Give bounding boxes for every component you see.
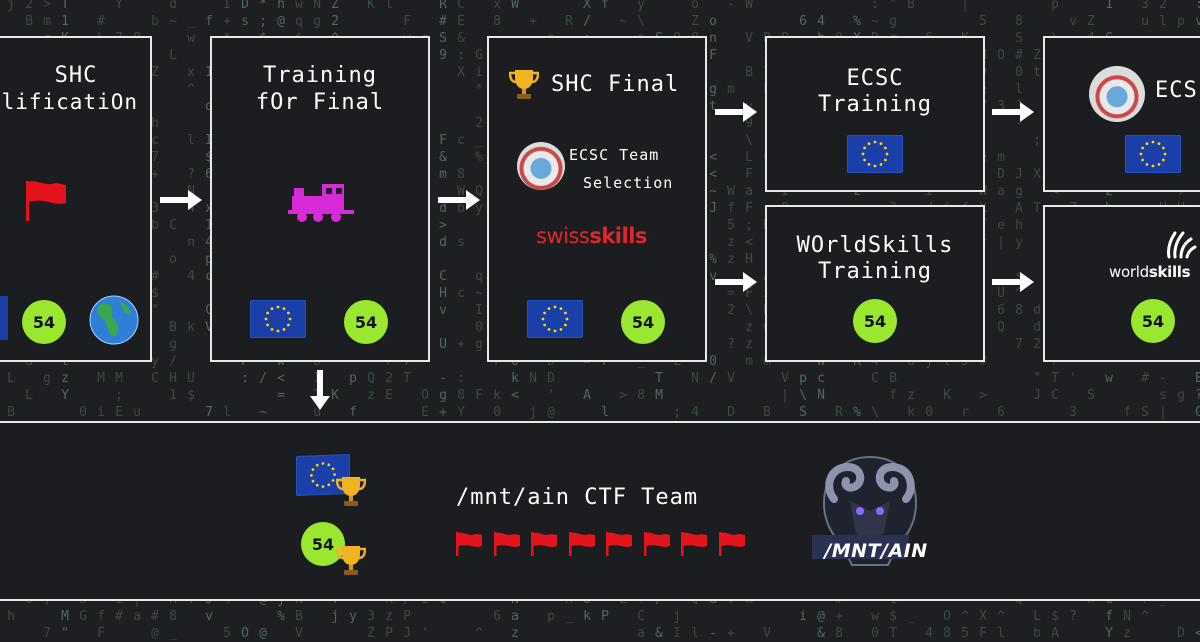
red-flag-icon xyxy=(531,532,557,556)
red-flag-icon xyxy=(718,532,745,556)
eu-flag-icon xyxy=(250,300,306,338)
stage-ecsc: ECS xyxy=(1043,36,1200,192)
worldskills-logo-part2: skills xyxy=(1148,263,1191,281)
stage-title-line1: SHC xyxy=(54,63,98,88)
stage-ecsc-training: ECSC Training xyxy=(765,36,985,192)
red-flag-icon xyxy=(493,532,520,556)
badge-54: 54 xyxy=(301,522,345,566)
worldskills-logo: worldskills xyxy=(1109,263,1191,281)
eu-flag-icon xyxy=(1125,135,1181,173)
train-icon xyxy=(288,184,354,222)
swissskills-logo-part2: skills xyxy=(589,224,647,248)
swissskills-logo-part1: swiss xyxy=(536,224,590,248)
ram-logo-icon xyxy=(812,455,918,566)
trophy-icon xyxy=(509,70,539,99)
stage-title-line1: ECSC xyxy=(846,66,904,91)
red-flag-icon xyxy=(606,532,632,556)
ecsc-selection-line1: ECSC Team xyxy=(569,146,660,164)
globe-icon xyxy=(89,295,139,345)
stage-title-line1: Training xyxy=(263,63,377,88)
medal-icon xyxy=(517,142,565,190)
stage-title-line1: WOrldSkills xyxy=(796,233,954,258)
badge-54: 54 xyxy=(621,300,665,344)
red-flag-icon xyxy=(456,532,482,556)
stage-shc-final: SHC Final ECSC Team Selection swissskill… xyxy=(487,36,707,362)
red-flag-icon xyxy=(568,532,595,556)
red-flag-icon xyxy=(643,532,670,556)
team-panel: 54 /mnt/ain CTF Team /MNT/AIN xyxy=(0,421,1200,601)
ram-logo-text: /MNT/AIN xyxy=(824,540,928,562)
eu-flag-icon xyxy=(847,135,903,173)
arrow-down-icon xyxy=(310,370,330,410)
eu-flag-icon xyxy=(296,454,350,496)
worldskills-hands-icon xyxy=(1167,231,1197,259)
badge-54: 54 xyxy=(853,299,897,343)
trophy-icon xyxy=(336,477,366,506)
badge-54: 54 xyxy=(344,300,388,344)
team-name: /mnt/ain CTF Team xyxy=(456,485,699,510)
swissskills-logo: swissskills xyxy=(536,224,647,248)
stage-title-line2: Training xyxy=(818,92,932,117)
arrow-right-icon xyxy=(438,190,480,210)
arrow-right-icon xyxy=(992,272,1034,292)
stage-title: SHC Final xyxy=(551,72,680,97)
stage-training-final: Training fOr Final 54 xyxy=(210,36,430,362)
stage-worldskills: worldskills 54 xyxy=(1043,205,1200,362)
stage-title-line2: fOr Final xyxy=(255,90,385,115)
ecsc-selection-line2: Selection xyxy=(583,174,674,192)
arrow-right-icon xyxy=(992,102,1034,122)
arrow-right-icon xyxy=(715,272,757,292)
badge-54: 54 xyxy=(1131,299,1175,343)
arrow-right-icon xyxy=(715,102,757,122)
eu-flag-icon xyxy=(527,300,583,338)
team-flag-row xyxy=(454,531,754,557)
badge-54: 54 xyxy=(22,300,66,344)
stage-title-line2: Training xyxy=(818,259,932,284)
stage-worldskills-training: WOrldSkills Training 54 xyxy=(765,205,985,362)
stage-title-line2: alificatiOn xyxy=(0,90,138,114)
arrow-right-icon xyxy=(160,190,202,210)
eu-flag-icon xyxy=(0,296,8,340)
worldskills-logo-part1: world xyxy=(1109,263,1149,281)
trophy-icon xyxy=(336,546,366,575)
stage-qualification: SHC alificatiOn 54 xyxy=(0,36,152,362)
red-flag-icon xyxy=(26,181,66,221)
stage-title: ECS xyxy=(1155,78,1198,103)
medal-icon xyxy=(1089,66,1145,122)
red-flag-icon xyxy=(681,532,707,556)
